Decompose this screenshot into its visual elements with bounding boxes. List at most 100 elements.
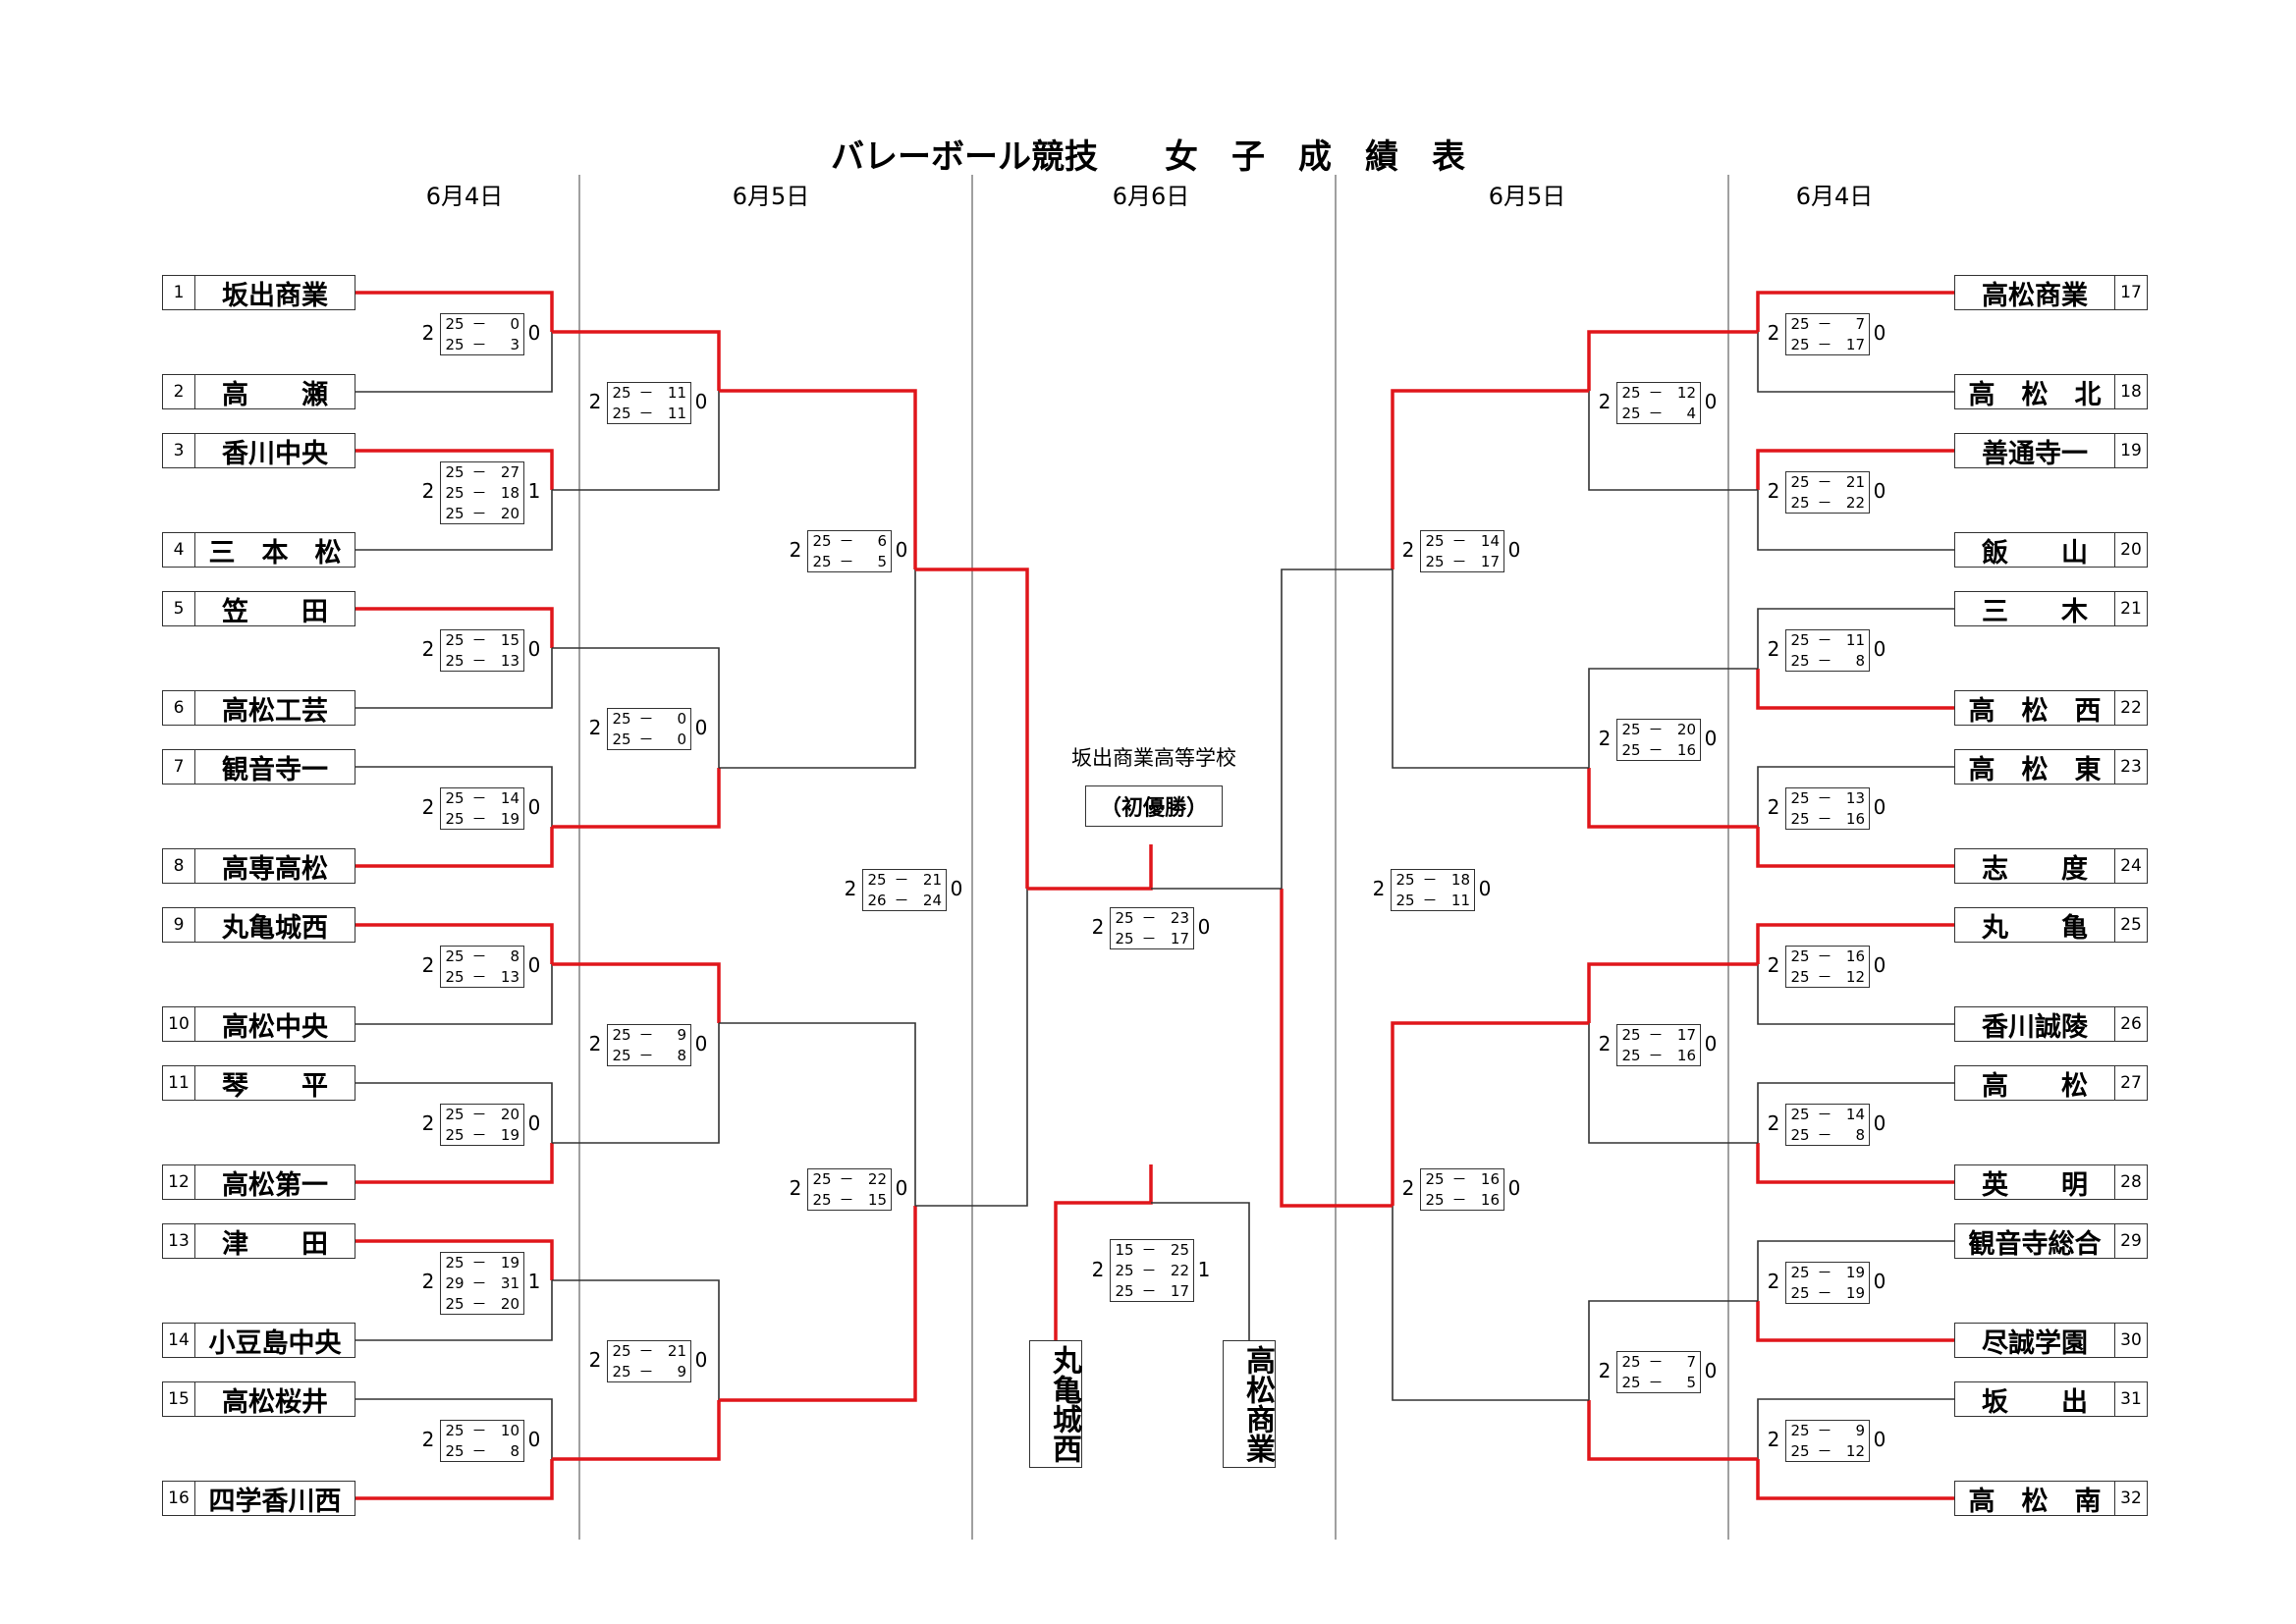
bracket-line (355, 1239, 554, 1280)
set-row: 25－20 (441, 1293, 523, 1315)
team-name: 高 松 南 (1954, 1481, 2115, 1517)
sets-won-b: 0 (1478, 877, 1492, 900)
sets-won-b: 0 (895, 1176, 908, 1200)
team-name: 高 松 東 (1954, 749, 2115, 785)
bracket-line (1756, 923, 1954, 964)
team-number: 9 (162, 907, 195, 943)
set-dash: － (1817, 314, 1832, 333)
set-row: 25－22 (808, 1168, 891, 1189)
set-row: 25－12 (1617, 381, 1700, 403)
set-score-a: 25 (1395, 892, 1415, 909)
set-score-b: 14 (1845, 1105, 1865, 1123)
sets-won-b: 1 (527, 1270, 541, 1293)
set-score-a: 25 (445, 1253, 465, 1272)
set-score-b: 21 (1845, 472, 1865, 491)
sets-won-a: 2 (1091, 915, 1105, 939)
sets-won-b: 0 (1704, 1358, 1718, 1382)
set-row: 25－3 (441, 334, 523, 355)
set-score-b: 27 (500, 462, 519, 481)
set-score-a: 25 (445, 1294, 465, 1313)
bracket-line (1757, 1082, 1954, 1143)
bracket-line (1392, 1206, 1589, 1401)
set-row: 25－19 (1786, 1282, 1869, 1304)
set-score-a: 25 (1425, 532, 1445, 550)
set-score-b: 5 (877, 553, 887, 570)
set-row: 25－11 (608, 381, 690, 403)
sets-won-a: 2 (588, 1032, 602, 1056)
set-score-a: 25 (1790, 947, 1810, 965)
page-title: バレーボール競技 女 子 成 績 表 (831, 137, 1465, 177)
set-score-b: 16 (1480, 1191, 1500, 1209)
set-score-b: 9 (677, 1026, 686, 1044)
set-dash: － (471, 1441, 487, 1460)
bracket-line (1588, 1300, 1758, 1400)
team-number: 15 (162, 1381, 195, 1417)
set-row: 25－13 (1786, 786, 1869, 808)
set-score-a: 25 (1621, 404, 1641, 422)
sets-won-b: 0 (1704, 726, 1718, 750)
set-score-a: 25 (445, 967, 465, 986)
set-score-b: 4 (1686, 404, 1696, 422)
sets-won-b: 0 (950, 877, 963, 900)
bracket-line (355, 1459, 554, 1500)
set-score-a: 25 (1115, 1282, 1134, 1300)
set-score-b: 12 (1845, 1441, 1865, 1460)
set-dash: － (1141, 930, 1157, 947)
team-number: 30 (2114, 1323, 2148, 1358)
set-score-b: 19 (500, 809, 519, 828)
sets-won-a: 2 (1767, 794, 1780, 819)
set-score-a: 25 (1425, 1170, 1445, 1188)
team-name: 高松第一 (194, 1164, 355, 1201)
set-score-a: 25 (445, 630, 465, 649)
set-score-a: 25 (812, 553, 832, 570)
team-name: 善通寺一 (1954, 433, 2115, 469)
sets-won-a: 2 (1091, 1257, 1105, 1281)
bracket-line (355, 766, 553, 827)
team-name: 小豆島中央 (194, 1323, 355, 1359)
finalist-right: 高松商業 (1223, 1340, 1276, 1468)
set-score-a: 25 (812, 1170, 832, 1188)
set-score-a: 25 (1790, 1283, 1810, 1302)
team-number: 8 (162, 848, 195, 884)
sets-won-a: 2 (421, 479, 435, 503)
bracket-line (1587, 330, 1758, 391)
set-row: 25－6 (808, 530, 891, 551)
set-dash: － (638, 383, 654, 402)
set-row: 25－0 (441, 312, 523, 334)
date-right-round1: 6月4日 (1795, 183, 1874, 210)
team-number: 5 (162, 591, 195, 626)
team-name: 香川中央 (194, 433, 355, 469)
sets-won-b: 0 (694, 716, 708, 739)
set-dash: － (1817, 630, 1832, 649)
team-number: 12 (162, 1164, 195, 1200)
finalist-left: 丸亀城西 (1029, 1340, 1082, 1468)
team-name: 高 松 (1954, 1065, 2115, 1102)
set-score-a: 25 (1790, 788, 1810, 807)
set-score-a: 25 (1790, 809, 1810, 828)
set-dash: － (471, 1253, 487, 1272)
bracket-line (1281, 568, 1393, 889)
set-score-a: 25 (612, 731, 631, 748)
bracket-line (1588, 668, 1758, 768)
set-dash: － (638, 404, 654, 422)
set-score-b: 11 (667, 383, 686, 402)
set-dash: － (1422, 892, 1438, 909)
set-row: 25－10 (441, 1419, 523, 1440)
set-score-b: 25 (1170, 1241, 1189, 1259)
team-name: 飯 山 (1954, 532, 2115, 568)
set-score-a: 25 (612, 710, 631, 728)
set-score-b: 19 (500, 1125, 519, 1144)
bracket-line (1587, 1400, 1758, 1461)
bracket-line (719, 569, 916, 769)
set-score-a: 25 (1621, 1026, 1641, 1044)
sets-won-b: 0 (1704, 389, 1718, 413)
team-number: 21 (2114, 591, 2148, 626)
